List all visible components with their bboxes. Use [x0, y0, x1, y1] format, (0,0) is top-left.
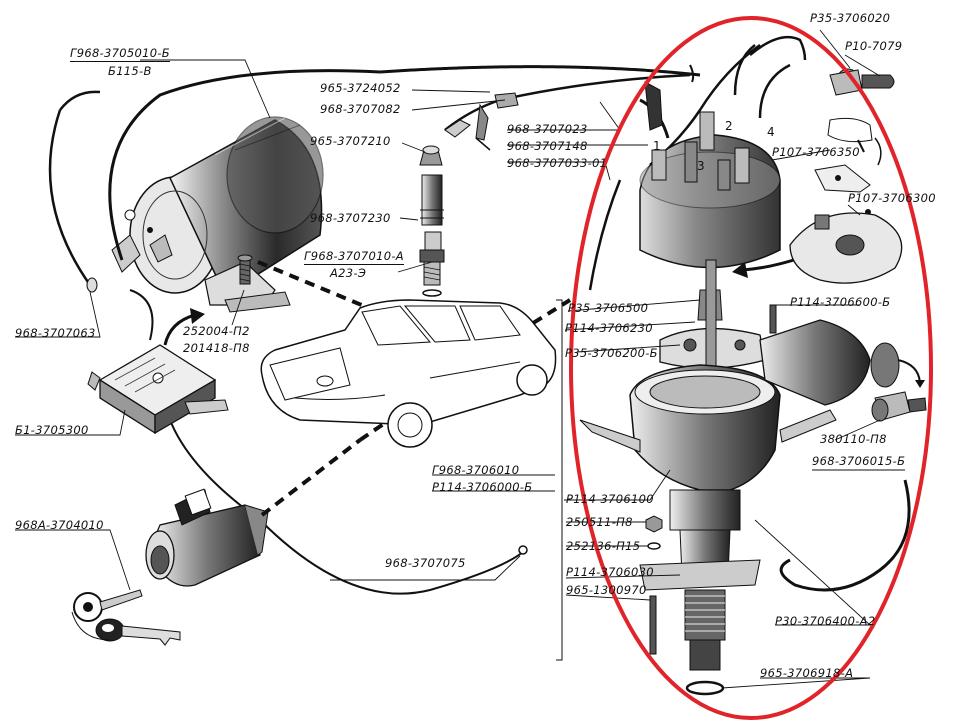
terminal-2: 2	[725, 119, 733, 133]
label-washer-252136: 252136-П15	[566, 539, 641, 553]
label-coil-model: Б115-В	[108, 64, 152, 78]
label-wire-3707082: 968-3707082	[320, 102, 401, 116]
additional-resistor	[87, 344, 229, 435]
ignition-coil	[111, 116, 324, 313]
label-wire-3707075: 968-3707075	[385, 556, 466, 570]
label-housing-3706100: Р114-3706100	[566, 492, 654, 506]
label-nut-250511: 250511-П8	[566, 515, 633, 529]
label-coil-part: Г968-3705010-Б	[70, 46, 170, 62]
label-cam-3706200: Р35-3706200-Б	[565, 346, 658, 360]
label-plate-3706300: Р107-3706300	[848, 191, 936, 205]
octane-corrector	[871, 391, 927, 422]
terminal-1: 1	[653, 139, 661, 153]
label-hose-3706015: 968-3706015-Б	[812, 454, 906, 468]
label-cap-3707210: 965-3707210	[310, 134, 391, 148]
label-distributor-part: Г968-3706010	[432, 463, 520, 477]
label-distributor-model: Р114-3706000-Б	[432, 480, 533, 494]
label-bolt-252004: 252004-П2	[183, 324, 250, 338]
leader-lines	[15, 29, 905, 689]
label-rotor-3706020: Р35-3706020	[810, 11, 891, 25]
label-plug-part: Г968-3707010-А	[304, 249, 404, 265]
label-corrector-3706400: Р30-3706400-А2	[775, 614, 876, 628]
label-wire-3724052: 965-3724052	[320, 81, 401, 95]
car-silhouette	[260, 299, 557, 448]
ignition-switch	[145, 488, 269, 587]
label-extension-3707230: 968-3707230	[310, 211, 391, 225]
label-clamp-3706030: Р114-3706030	[566, 565, 654, 579]
label-resistor-3705300: Б1-3705300	[15, 423, 89, 437]
label-contact-7079: Р10-7079	[845, 39, 903, 53]
highlight-ellipse	[569, 16, 933, 720]
label-wire-3707023: 968-3707023	[507, 122, 588, 136]
keys	[71, 589, 181, 646]
label-washer-201418: 201418-П8	[183, 341, 250, 355]
terminal-4: 4	[767, 125, 775, 139]
label-wire-3707033: 968-3707033-01	[507, 156, 608, 170]
label-cap-3706500: Р35-3706500	[568, 301, 649, 315]
label-seal-3706918: 965-3706918-А	[760, 666, 854, 680]
label-pin-1300970: 965-1300970	[566, 583, 647, 597]
label-rotor-3706230: Р114-3706230	[565, 321, 653, 335]
label-wire-3707148: 968-3707148	[507, 139, 588, 153]
coil-wire	[108, 69, 381, 261]
label-octane-380110: 380110-П8	[820, 432, 887, 446]
label-switch-3704010: 968А-3704010	[15, 518, 104, 532]
label-contacts-3706350: Р107-3706350	[772, 145, 860, 159]
spark-plug	[419, 145, 445, 297]
label-vacuum-3706600: Р114-3706600-Б	[790, 295, 891, 309]
label-wire-3707063: 968-3707063	[15, 326, 96, 340]
distributor-assembly	[579, 35, 837, 696]
vacuum-corrector	[759, 304, 925, 406]
terminal-3: 3	[697, 159, 705, 173]
label-plug-model: А23-Э	[330, 266, 367, 280]
contact-breaker-parts	[789, 68, 903, 284]
